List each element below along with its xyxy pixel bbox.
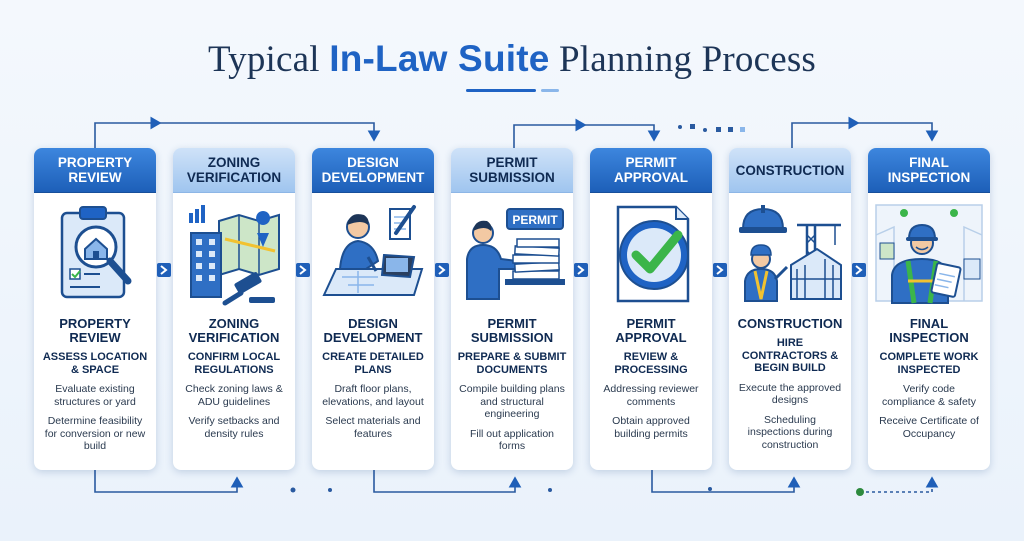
step-detail: Evaluate existing structures or yard bbox=[54, 383, 136, 408]
step-detail: Receive Certificate of Occupancy bbox=[879, 415, 979, 440]
page-title: Typical In-Law Suite Planning Process bbox=[0, 38, 1024, 81]
title-underline-accent bbox=[541, 89, 559, 92]
step-name: Final Inspection bbox=[889, 316, 969, 345]
title-post: Planning Process bbox=[549, 39, 817, 80]
step-card-zoning-verification: Zoning Verification Zoning Verification … bbox=[173, 148, 295, 470]
step-detail: Verify code compliance & safety bbox=[882, 383, 976, 408]
step-subtitle: Confirm Local Regulations bbox=[187, 351, 281, 376]
chevron-right-icon bbox=[713, 263, 727, 277]
step-card-construction: Construction Construction Hire Contracto… bbox=[729, 148, 851, 470]
step-subtitle: Review & Processing bbox=[614, 351, 688, 376]
bottom-connector-2 bbox=[373, 470, 522, 493]
chevron-right-icon bbox=[852, 263, 866, 277]
step-name: Property Review bbox=[59, 316, 131, 345]
step-detail: Check zoning laws & ADU guidelines bbox=[185, 383, 283, 408]
step-detail: Fill out application forms bbox=[469, 427, 555, 453]
step-header: Construction bbox=[729, 148, 851, 193]
inspector-clipboard-icon bbox=[875, 204, 983, 304]
top-connector-2 bbox=[513, 118, 587, 148]
step-name: Design Development bbox=[323, 316, 423, 345]
step-card-design-development: Design Development Design Development Cr… bbox=[312, 148, 434, 470]
permit-submission-icon: PERMIT bbox=[466, 208, 565, 300]
step-name: Construction bbox=[737, 316, 843, 331]
title-highlight: In-Law Suite bbox=[329, 38, 550, 79]
step-detail: Verify setbacks and density rules bbox=[188, 415, 280, 440]
step-detail: Select materials and features bbox=[325, 415, 421, 440]
top-connector-1 bbox=[94, 116, 162, 148]
title-pre: Typical bbox=[207, 39, 330, 80]
clipboard-house-magnifier-icon bbox=[60, 206, 132, 299]
step-header: Permit Submission bbox=[451, 148, 573, 193]
step-subtitle: Complete Work Inspected bbox=[879, 351, 979, 376]
step-detail: Addressing reviewer comments bbox=[603, 383, 699, 408]
step-name: Permit Approval bbox=[615, 316, 687, 345]
step-detail: Compile building plans and structural en… bbox=[459, 383, 565, 420]
step-header: Permit Approval bbox=[590, 148, 712, 193]
step-card-property-review: Property Review Property Review Assess L… bbox=[34, 148, 156, 470]
step-detail: Execute the approved designs bbox=[738, 381, 842, 407]
step-card-final-inspection: Final Inspection Final Inspection Comple… bbox=[868, 148, 990, 470]
step-header: Design Development bbox=[312, 148, 434, 193]
step-header: Property Review bbox=[34, 148, 156, 193]
designer-laptop-icon bbox=[322, 205, 424, 296]
city-map-gavel-icon bbox=[189, 205, 280, 306]
chevron-right-icon bbox=[435, 263, 449, 277]
step-name: Permit Submission bbox=[470, 316, 554, 345]
approved-checkmark-icon bbox=[616, 205, 690, 303]
step-subtitle: Create Detailed Plans bbox=[322, 351, 424, 376]
chevron-right-icon bbox=[296, 263, 310, 277]
step-subtitle: Hire Contractors & Begin Build bbox=[741, 337, 839, 374]
step-detail: Scheduling inspections during constructi… bbox=[747, 413, 833, 451]
step-name: Zoning Verification bbox=[188, 316, 280, 345]
step-subtitle: Prepare & Submit Documents bbox=[457, 351, 567, 376]
chevron-right-icon bbox=[157, 263, 171, 277]
step-detail: Draft floor plans, elevations, and layou… bbox=[322, 383, 424, 408]
bottom-connector-4 bbox=[866, 476, 939, 493]
title-underline bbox=[466, 89, 536, 92]
top-connector-3 bbox=[791, 116, 860, 148]
step-card-permit-approval: Permit Approval Permit Approval Review &… bbox=[590, 148, 712, 470]
bottom-connector-3 bbox=[651, 470, 801, 493]
step-card-permit-submission: Permit Submission PERMIT Permit Submissi… bbox=[451, 148, 573, 470]
permit-sign-text: PERMIT bbox=[512, 213, 558, 227]
step-header: Final Inspection bbox=[868, 148, 990, 193]
step-header: Zoning Verification bbox=[173, 148, 295, 193]
step-detail: Determine feasibility for conversion or … bbox=[44, 415, 146, 452]
chevron-right-icon bbox=[574, 263, 588, 277]
step-subtitle: Assess Location & Space bbox=[42, 351, 148, 376]
construction-crane-worker-icon bbox=[739, 205, 842, 302]
step-detail: Obtain approved building permits bbox=[612, 415, 690, 440]
bottom-connector-1 bbox=[94, 470, 244, 493]
